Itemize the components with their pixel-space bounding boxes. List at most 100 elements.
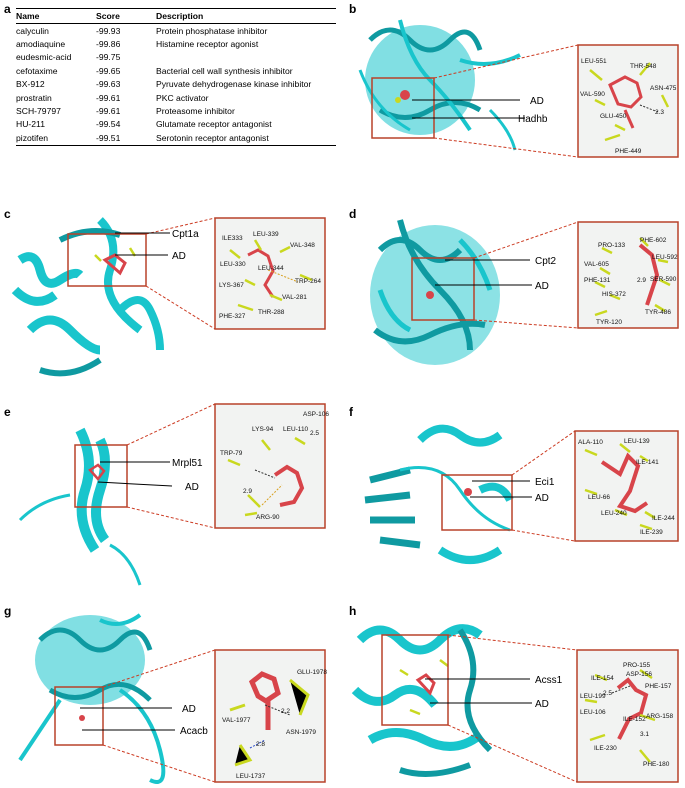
zoom-line	[511, 529, 576, 542]
cell-score: -99.86	[96, 39, 121, 50]
zoom-box	[67, 233, 147, 287]
panel-d: Cpt2 AD PRO-133 PHE-602 LEU-592 VAL-605 …	[340, 200, 685, 400]
protein-structure	[358, 19, 521, 151]
distance-label: 2.9	[243, 488, 252, 495]
ligand-site	[79, 715, 85, 721]
panel-e-figure: Mrpl51 AD ASP-106 LYS-94 LEU-110 TRP-79 …	[18, 403, 329, 586]
residue-label: TRP-79	[220, 450, 243, 457]
residue-label: ILE333	[222, 235, 243, 242]
panel-f: Eci1 AD ALA-110 LEU-139 ILE-141 LEU-66 L…	[340, 400, 685, 600]
ligand-label: AD	[535, 699, 549, 710]
residue-label: LEU-66	[588, 494, 610, 501]
ligand-site	[399, 659, 449, 716]
residue-label: LEU-1737	[236, 773, 266, 780]
ligand-site	[426, 291, 434, 299]
protein-label: Acacb	[180, 726, 208, 737]
residue-label: ILE-239	[640, 529, 663, 536]
pointer-line	[97, 481, 173, 487]
zoom-box	[411, 257, 475, 321]
zoom-line	[447, 634, 578, 651]
residue-label: VAL-590	[580, 91, 605, 98]
cell-description: Proteasome inhibitor	[156, 106, 235, 117]
residue-label: SER-590	[650, 276, 677, 283]
ligand-site	[464, 488, 472, 496]
panel-b-figure: AD Hadhb LEU-551 THR-548 VAL-590 ASN-475…	[358, 19, 679, 158]
residue-label: ASN-475	[650, 85, 677, 92]
residue-label: ILE-230	[594, 745, 617, 752]
panel-f-figure: Eci1 AD ALA-110 LEU-139 ILE-141 LEU-66 L…	[364, 424, 679, 564]
ligand-label: AD	[185, 482, 199, 493]
panel-h-figure: Acss1 AD PRO-155 ILE-154 ASP-156 PHE-157…	[351, 624, 679, 783]
cell-score: -99.61	[96, 92, 121, 103]
residue-label: PHE-131	[584, 277, 611, 284]
residue-label: PHE-449	[615, 148, 642, 155]
panel-label-c: c	[4, 207, 11, 221]
residue-label: PHE-157	[645, 683, 672, 690]
residue-label: LYS-94	[252, 426, 274, 433]
residue-label: ASP-156	[626, 671, 652, 678]
residue-label: ILE-141	[636, 459, 659, 466]
residue-label: LEU-240	[601, 510, 627, 517]
table-row: eudesmic-acid-99.75	[16, 51, 336, 64]
protein-structure	[364, 424, 514, 564]
cell-name: eudesmic-acid	[16, 52, 72, 63]
cell-name: cefotaxime	[16, 65, 58, 76]
distance-label: 2.5	[603, 690, 612, 697]
panel-c-figure: Cpt1a AD ILE333 LEU-339 VAL-348 LEU-330 …	[11, 217, 326, 377]
residue-label: THR-288	[258, 309, 285, 316]
binding-site-inset	[594, 237, 671, 317]
panel-e: Mrpl51 AD ASP-106 LYS-94 LEU-110 TRP-79 …	[0, 400, 340, 600]
cell-description: Glutamate receptor antagonist	[156, 119, 272, 130]
residue-label: TYR-120	[596, 319, 622, 326]
cell-description: Histamine receptor agonist	[156, 39, 259, 50]
zoom-line	[473, 221, 579, 259]
zoom-box	[441, 474, 513, 531]
protein-label: Mrpl51	[172, 458, 203, 469]
residue-label: VAL-348	[290, 242, 315, 249]
protein-label: Cpt2	[535, 256, 557, 267]
ligand-label: AD	[535, 493, 549, 504]
binding-site-inset	[589, 62, 670, 142]
cell-score: -99.63	[96, 79, 121, 90]
zoom-inset	[574, 430, 679, 542]
protein-structure	[370, 219, 500, 365]
residue-label: LEU-110	[283, 426, 309, 433]
zoom-line	[145, 285, 216, 330]
residue-label: PHE-180	[643, 761, 670, 768]
binding-site-inset	[584, 668, 656, 763]
residue-label: ARG-90	[256, 514, 280, 521]
zoom-box	[381, 634, 449, 726]
residue-label: PHE-327	[219, 313, 246, 320]
residue-label: PRO-133	[598, 242, 625, 249]
cell-description: Pyruvate dehydrogenase kinase inhibitor	[156, 79, 312, 90]
residue-label: ASN-1979	[286, 729, 316, 736]
panel-c: Cpt1a AD ILE333 LEU-339 VAL-348 LEU-330 …	[0, 200, 340, 400]
ligand-label: AD	[530, 96, 544, 107]
table-bottom-rule	[16, 144, 336, 146]
residue-label: LYS-367	[219, 282, 244, 289]
ligand-site	[88, 463, 106, 481]
residue-label: VAL-281	[282, 294, 307, 301]
residue-label: PHE-602	[640, 237, 667, 244]
protein-structure	[351, 624, 493, 777]
protein-label: Eci1	[535, 477, 555, 488]
distance-label: 2.9	[637, 277, 646, 284]
binding-site-inset	[227, 436, 306, 517]
protein-label: Cpt1a	[172, 229, 199, 240]
panel-label-e: e	[4, 405, 11, 419]
panel-g-figure: AD Acacb GLU-1978 VAL-1977 ASN-1979 LEU-…	[18, 613, 327, 784]
zoom-line	[145, 217, 216, 235]
zoom-inset	[577, 221, 679, 329]
binding-site-inset	[229, 671, 310, 767]
protein-structure	[18, 427, 142, 586]
cell-name: prostratin	[16, 92, 52, 103]
residue-label: PRO-155	[623, 662, 650, 669]
table-header: Name Score Description	[16, 9, 336, 23]
protein-structure	[11, 217, 164, 377]
ligand-label: AD	[172, 251, 186, 262]
cell-score: -99.65	[96, 65, 121, 76]
